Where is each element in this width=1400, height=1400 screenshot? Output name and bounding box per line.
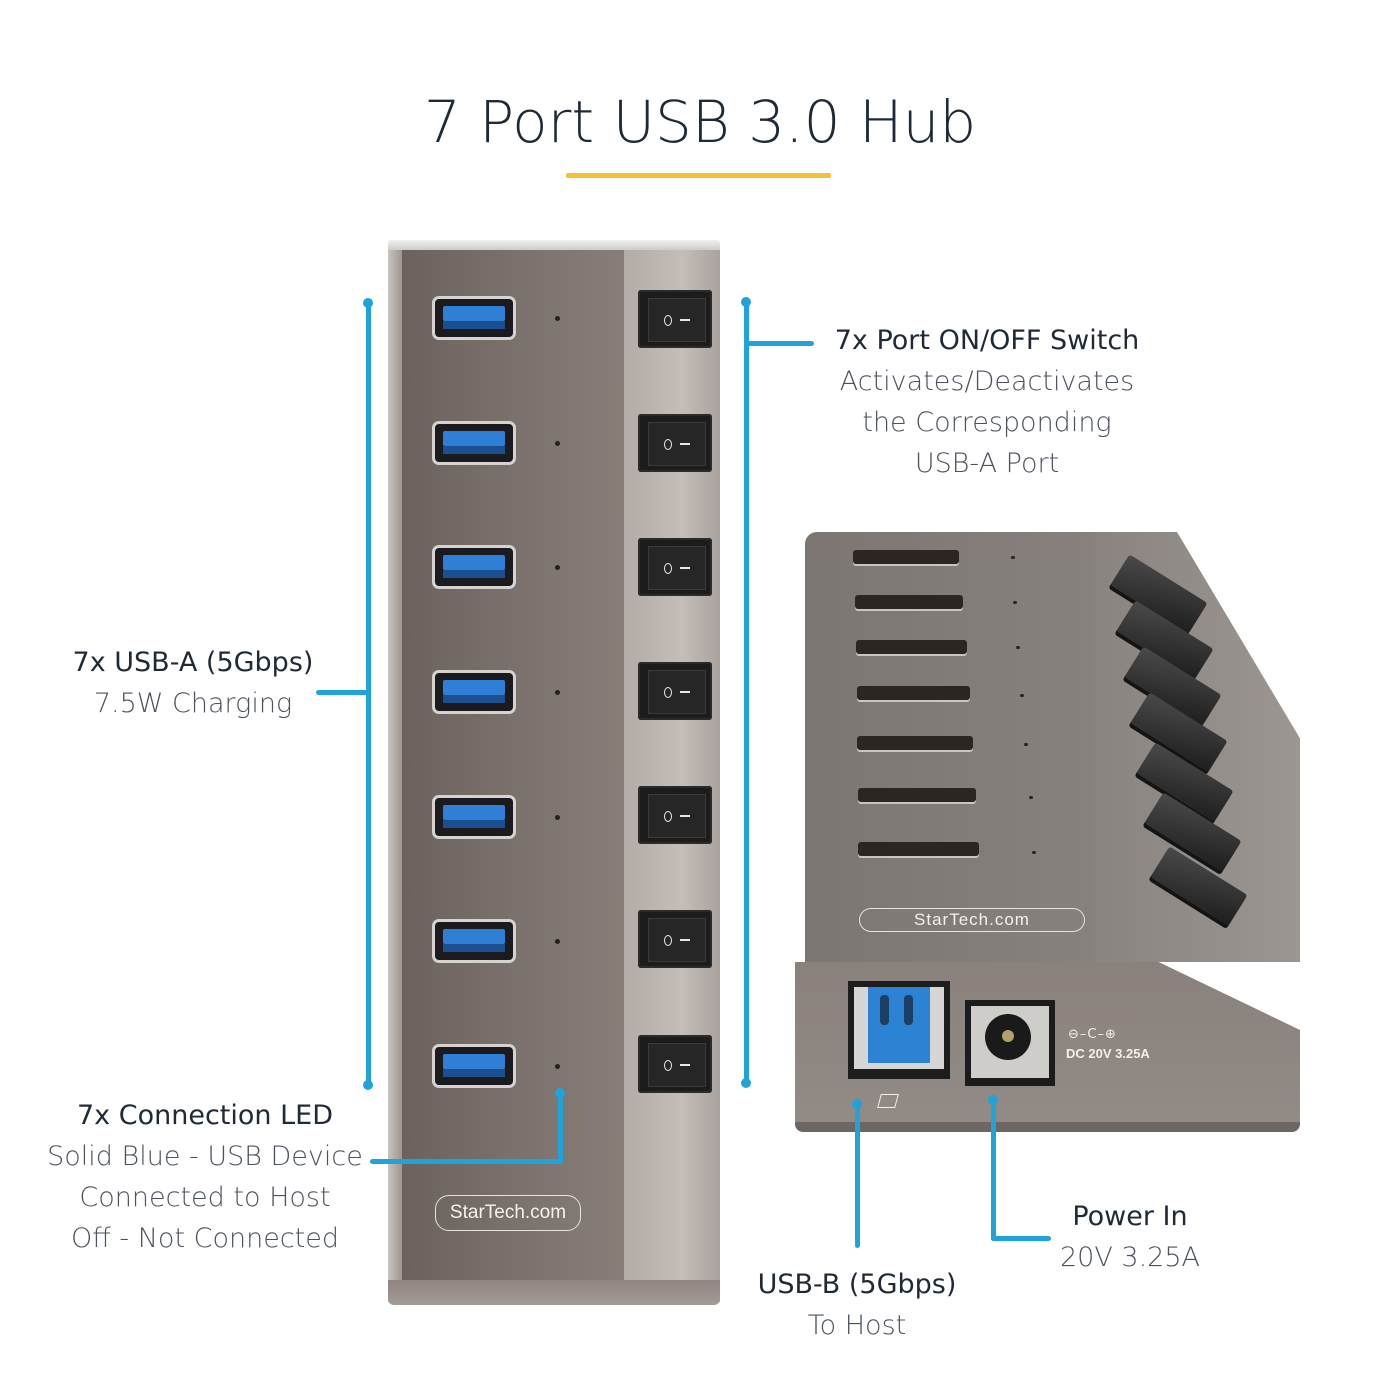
usb-a-port-icon [856,640,967,654]
usb-b-callout-heading: USB-B (5Gbps) [757,1269,957,1300]
switch-callout-line-1: Activates/Deactivates [839,366,1135,397]
usb-a-callout-line-1: 7.5W Charging [93,688,293,719]
led-callout-line-3: Off - Not Connected [70,1223,340,1254]
led-indicator-icon [555,1064,560,1069]
rocker-switch-icon [638,414,712,472]
usb-b-callout-line-1: To Host [807,1310,907,1341]
led-indicator-icon [1013,601,1017,604]
power-callout-vertical [991,1099,996,1241]
led-indicator-icon [555,565,560,570]
led-callout-vertical [558,1092,563,1164]
hub-bottom-edge [388,1280,720,1305]
callout-dot [363,1080,373,1090]
usb-a-port-icon [432,421,516,465]
usb-a-port-icon [432,919,516,963]
led-indicator-icon [1029,796,1033,799]
brand-logo: StarTech.com [859,908,1085,932]
usb-a-port-icon [857,686,970,700]
usb-a-callout-heading: 7x USB-A (5Gbps) [72,647,314,678]
rocker-switch-icon [638,662,712,720]
usb-a-port-icon [432,795,516,839]
switch-callout-heading: 7x Port ON/OFF Switch [834,325,1140,356]
usb-b-port-icon [848,981,950,1079]
hub-rear-view: StarTech.com [795,532,1305,1134]
rocker-switch-icon [638,538,712,596]
led-indicator-icon [1020,694,1024,697]
led-indicator-icon [555,316,560,321]
rocker-switch-icon [638,910,712,968]
usb-a-port-icon [432,1044,516,1088]
dc-jack-icon [965,1000,1055,1086]
usb-a-port-icon [853,550,959,564]
dc-rating-label: DC 20V 3.25A [1066,1046,1150,1061]
usb-a-callout-line [316,690,368,695]
led-indicator-icon [555,815,560,820]
usb-a-port-icon [857,736,973,750]
usb-a-callout: 7x USB-A (5Gbps) 7.5W Charging [40,642,346,724]
usb-a-port-icon [855,595,963,609]
usb-a-port-icon [432,545,516,589]
title-underline [566,173,831,178]
led-callout-heading: 7x Connection LED [77,1100,333,1131]
power-callout: Power In 20V 3.25A [1040,1196,1220,1278]
rocker-switch-icon [638,290,712,348]
usb-a-port-icon [858,788,976,802]
led-callout-line-2: Connected to Host [79,1182,331,1213]
hub-front-view: StarTech.com [388,240,720,1305]
led-indicator-icon [1011,556,1015,559]
usb-b-callout: USB-B (5Gbps) To Host [732,1264,982,1346]
switch-callout-line-3: USB-A Port [914,448,1060,479]
led-callout-horizontal [370,1159,563,1164]
led-indicator-icon [1032,851,1036,854]
usb-a-port-icon [858,842,979,856]
power-callout-heading: Power In [1072,1201,1188,1232]
page-title: 7 Port USB 3.0 Hub [423,88,977,156]
led-indicator-icon [1016,646,1020,649]
usb-a-port-icon [432,670,516,714]
power-callout-horizontal [991,1236,1051,1241]
usb-a-port-icon [432,296,516,340]
rocker-switch-icon [638,786,712,844]
switch-callout-line [746,341,814,346]
callout-dot [741,1078,751,1088]
usb-a-bracket-line [366,302,371,1088]
power-callout-line-1: 20V 3.25A [1060,1242,1200,1273]
led-indicator-icon [555,690,560,695]
hub-rear-edge [795,1122,1300,1132]
hub-switch-face [624,250,720,1302]
switch-callout-line-2: the Corresponding [862,407,1112,438]
led-indicator-icon [1024,743,1028,746]
brand-logo: StarTech.com [435,1195,581,1231]
switch-callout: 7x Port ON/OFF Switch Activates/Deactiva… [782,320,1192,484]
laptop-icon [877,1094,899,1108]
hub-left-edge [388,250,402,1302]
polarity-symbol: ⊖–C–⊕ [1068,1027,1117,1042]
rocker-switch-icon [638,1035,712,1093]
hub-port-face [402,250,624,1302]
led-indicator-icon [555,441,560,446]
led-indicator-icon [555,939,560,944]
switch-bracket-line [744,301,749,1085]
led-callout-line-1: Solid Blue - USB Device [47,1141,363,1172]
led-callout: 7x Connection LED Solid Blue - USB Devic… [30,1095,380,1259]
usb-b-callout-line [855,1103,860,1248]
